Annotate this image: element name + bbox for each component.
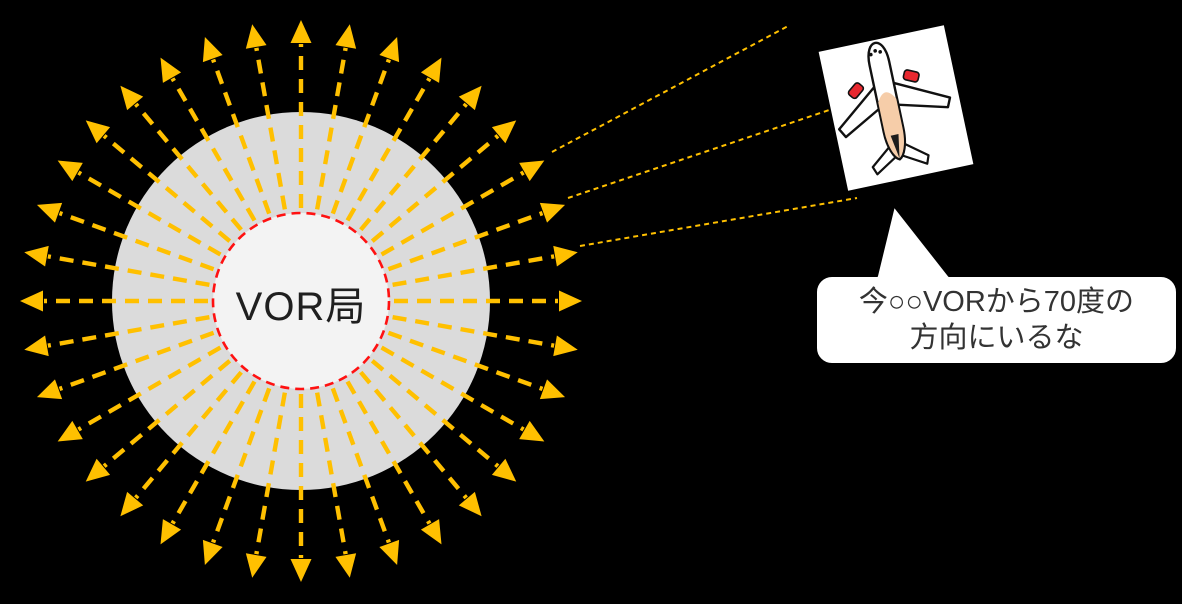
radial-arrow-head xyxy=(245,553,267,578)
radial-arrow-shaft xyxy=(314,47,348,210)
radial-arrow-head xyxy=(553,245,578,267)
radial-arrow-head xyxy=(290,559,312,582)
radial-arrow-shaft xyxy=(211,387,272,544)
radial-arrow-shaft xyxy=(330,58,391,215)
radial-arrow-head xyxy=(553,335,578,357)
radial-arrow-shaft xyxy=(392,314,555,348)
radial-arrow-shaft xyxy=(134,370,243,500)
radial-arrow-head xyxy=(160,519,182,545)
radial-arrow-shaft xyxy=(345,77,432,222)
radial-arrow-shaft xyxy=(102,359,232,468)
station-inner-circle xyxy=(211,211,391,391)
radial-arrow-head xyxy=(519,420,545,442)
radial-arrow-head xyxy=(335,553,357,578)
radial-arrow-shaft xyxy=(380,170,525,257)
radial-arrow-shaft xyxy=(47,314,210,348)
radial-arrow-head xyxy=(491,458,517,482)
radial-arrow-shaft xyxy=(77,170,222,257)
radial-arrow-shaft xyxy=(102,134,232,243)
radial-arrow-shaft xyxy=(170,77,257,222)
radial-arrow-shaft xyxy=(254,392,288,555)
speech-bubble xyxy=(815,205,1178,365)
bearing-sight-line-60 xyxy=(551,24,791,153)
radial-arrow-shaft xyxy=(359,102,468,232)
radial-arrow-shaft xyxy=(211,58,272,215)
radial-arrow-shaft xyxy=(392,254,555,288)
radial-arrow-head xyxy=(458,85,482,111)
radial-arrow-shaft xyxy=(58,211,215,272)
speech-bubble-text: 今○○VORから70度の 方向にいるな xyxy=(816,276,1177,364)
radial-arrow-head xyxy=(335,24,357,49)
radial-arrow-shaft xyxy=(387,211,544,272)
radial-arrow-head xyxy=(420,519,442,545)
radial-arrow-head xyxy=(420,57,442,83)
radial-arrow-shaft xyxy=(170,380,257,525)
radial-arrow-head xyxy=(458,491,482,517)
radial-arrow-head xyxy=(36,202,63,223)
radial-arrow-shaft xyxy=(77,345,222,432)
speech-bubble-outline xyxy=(815,205,1178,365)
radial-arrow-shaft xyxy=(380,345,525,432)
radial-arrow-head xyxy=(57,420,83,442)
airplane-top-view-icon xyxy=(837,41,952,176)
radial-arrow-head xyxy=(245,24,267,49)
radial-arrow-head xyxy=(379,539,400,566)
radial-arrow-shaft xyxy=(359,370,468,500)
radial-arrow-shaft xyxy=(314,392,348,555)
engine-right xyxy=(902,69,920,83)
radial-arrow-head xyxy=(57,160,83,182)
bearing-sight-line-80 xyxy=(579,197,858,247)
radial-arrow-head xyxy=(539,202,566,223)
radial-arrow-shaft xyxy=(134,102,243,232)
engine-left xyxy=(847,82,865,100)
radial-arrow-head xyxy=(85,120,111,144)
speech-bubble-line1: 今○○VORから70度の xyxy=(858,286,1135,318)
radial-arrow-head xyxy=(379,36,400,63)
radial-arrow-head xyxy=(202,539,223,566)
airplane-image xyxy=(818,25,974,191)
radial-arrow-head xyxy=(85,458,111,482)
radial-arrow-head xyxy=(20,290,43,312)
radial-arrow-shaft xyxy=(330,387,391,544)
radial-arrow-head xyxy=(491,120,517,144)
radial-arrow-shaft xyxy=(387,330,544,391)
radial-arrow-head xyxy=(36,379,63,400)
bearing-sight-line-70 xyxy=(567,106,839,199)
radial-arrow-head xyxy=(24,245,49,267)
radial-arrow-shaft xyxy=(58,330,215,391)
radial-arrow-head xyxy=(290,20,312,43)
radial-arrow-shaft xyxy=(370,359,500,468)
radial-arrow-head xyxy=(519,160,545,182)
radial-arrow-head xyxy=(202,36,223,63)
radial-arrow-shaft xyxy=(370,134,500,243)
radial-arrow-shaft xyxy=(345,380,432,525)
radial-arrow-head xyxy=(559,290,582,312)
radial-arrow-head xyxy=(539,379,566,400)
radial-arrow-shaft xyxy=(47,254,210,288)
radial-arrow-head xyxy=(120,85,144,111)
vor-station-label: VOR局 xyxy=(235,285,367,329)
radial-arrow-shaft xyxy=(254,47,288,210)
radial-arrow-head xyxy=(120,491,144,517)
speech-bubble-line2: 方向にいるな xyxy=(909,322,1084,354)
radial-arrow-head xyxy=(160,57,182,83)
radial-arrow-head xyxy=(24,335,49,357)
